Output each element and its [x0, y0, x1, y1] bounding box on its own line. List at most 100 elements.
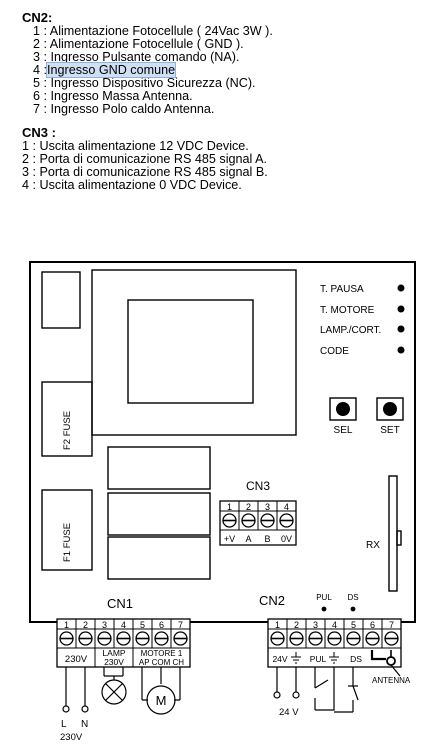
cn2-list: 1 : Alimentazione Fotocellule ( 24Vac 3W… — [22, 25, 432, 116]
cn1-num-7: 7 — [178, 620, 183, 630]
cn2-num-1: 1 — [275, 620, 280, 630]
cn3-pin-0v: 0V — [281, 534, 292, 544]
cn1-motore-label: MOTORE 1 — [141, 649, 183, 658]
cn1-num-4: 4 — [121, 620, 126, 630]
n-label: N — [81, 719, 88, 730]
set-button-frame — [376, 397, 404, 421]
transformer-inner — [127, 299, 254, 404]
cn2-24v-label: 24V — [272, 654, 287, 664]
ground-icon — [291, 652, 301, 664]
led-t-pausa — [397, 284, 405, 292]
cn2-item-7: 7 : Ingresso Polo caldo Antenna. — [33, 102, 215, 116]
set-button[interactable] — [383, 402, 397, 416]
led-label-lamp-cort: LAMP./CORT. — [320, 325, 381, 336]
cn3-pin-a: A — [245, 534, 251, 544]
cn3-pin-v: +V — [224, 534, 235, 544]
set-label: SET — [380, 425, 399, 436]
pul-top-label: PUL — [316, 593, 332, 602]
rx-module — [388, 475, 398, 592]
led-label-t-motore: T. MOTORE — [320, 305, 375, 316]
cn1-lamp-label: LAMP — [102, 648, 125, 658]
cn3-num-1: 1 — [227, 502, 232, 512]
cn2-item-4-selected-text[interactable]: Ingresso GND comune — [46, 62, 177, 78]
cn1-230v-label: 230V — [65, 654, 88, 665]
rx-tab — [396, 530, 402, 546]
cn3-pin-b: B — [264, 534, 270, 544]
supply-24v-label: 24 V — [279, 707, 299, 718]
cn1-num-5: 5 — [140, 620, 145, 630]
document: CN2: 1 : Alimentazione Fotocellule ( 24V… — [22, 10, 432, 192]
mains-230v-label: 230V — [60, 732, 83, 743]
cn1-num-6: 6 — [159, 620, 164, 630]
cn2-num-5: 5 — [351, 620, 356, 630]
cn2-item-4: 4 :Ingresso GND comune — [22, 62, 432, 78]
motor-label: M — [156, 693, 167, 708]
cn3-item-2: 2 : Porta di comunicazione RS 485 signal… — [22, 152, 268, 166]
top-left-block — [41, 271, 81, 329]
cn2-num-7: 7 — [389, 620, 394, 630]
cn2-item-4-num: 4 : — [33, 63, 48, 77]
relay-1 — [107, 446, 211, 490]
cn2-item-2: 2 : Alimentazione Fotocellule ( GND ). — [33, 37, 244, 51]
cn3-item-4: 4 : Uscita alimentazione 0 VDC Device. — [22, 178, 242, 192]
fuse-f1-body — [41, 489, 93, 571]
ds-dot — [350, 606, 356, 612]
cn2-num-3: 3 — [313, 620, 318, 630]
led-code — [397, 346, 405, 354]
cn3-heading: CN3 : — [22, 125, 56, 140]
cn2-num-4: 4 — [332, 620, 337, 630]
cn3-item-3: 3 : Porta di comunicazione RS 485 signal… — [22, 165, 268, 179]
cn2-heading: CN2: — [22, 10, 53, 25]
cn2-item-6: 6 : Ingresso Massa Antenna. — [33, 89, 193, 103]
antenna-shield-link — [370, 650, 386, 661]
motor-icon — [146, 685, 176, 715]
cn2-item-5: 5 : Ingresso Dispositivo Sicurezza (NC). — [33, 76, 256, 90]
pul-switch-icon — [314, 679, 329, 689]
led-t-motore — [397, 305, 405, 313]
cn3-num-4: 4 — [284, 502, 289, 512]
sel-label: SEL — [334, 425, 353, 436]
terminal-24v-1 — [273, 691, 281, 699]
fuse-f1-label: F1 FUSE — [62, 523, 73, 562]
terminal-24v-2 — [292, 691, 300, 699]
cn1-num-2: 2 — [83, 620, 88, 630]
cn3-item-1: 1 : Uscita alimentazione 12 VDC Device. — [22, 139, 249, 153]
cn2-pul-label: PUL — [310, 654, 327, 664]
relay-3 — [107, 536, 211, 580]
ground-icon-2 — [329, 652, 339, 664]
fuse-f2-label: F2 FUSE — [62, 411, 73, 450]
rx-label: RX — [366, 540, 380, 551]
relay-2 — [107, 492, 211, 536]
cn3-num-3: 3 — [265, 502, 270, 512]
board-outline — [29, 261, 416, 623]
cn3-list: 1 : Uscita alimentazione 12 VDC Device. … — [22, 140, 432, 192]
ds-switch-icon — [352, 685, 359, 701]
sel-button-frame — [329, 397, 357, 421]
led-label-t-pausa: T. PAUSA — [320, 284, 364, 295]
terminal-l — [62, 705, 70, 713]
cn1-num-1: 1 — [64, 620, 69, 630]
cn2-item-1: 1 : Alimentazione Fotocellule ( 24Vac 3W… — [33, 24, 273, 38]
cn2-label: CN2 — [259, 593, 285, 608]
cn2-num-6: 6 — [370, 620, 375, 630]
led-lamp-cort — [397, 325, 405, 333]
cn1-lamp-230v-label: 230V — [104, 657, 124, 667]
transformer-outer — [91, 269, 297, 436]
fuse-f2-body — [41, 381, 93, 457]
sel-button[interactable] — [336, 402, 350, 416]
cn2-ds-label: DS — [350, 654, 362, 664]
led-label-code: CODE — [320, 346, 349, 357]
cn2-num-2: 2 — [294, 620, 299, 630]
pul-dot — [321, 606, 327, 612]
l-label: L — [61, 719, 67, 730]
cn1-num-3: 3 — [102, 620, 107, 630]
cn1-motore-pins-label: AP COM CH — [139, 658, 184, 667]
cn2-item-3: 3 : Ingresso Pulsante comando (NA). — [33, 50, 240, 64]
cn3-num-2: 2 — [246, 502, 251, 512]
cn3-label: CN3 — [246, 479, 270, 493]
terminal-n — [81, 705, 89, 713]
cn1-label: CN1 — [107, 596, 133, 611]
antenna-label: ANTENNA — [372, 676, 411, 685]
ds-top-label: DS — [347, 593, 358, 602]
